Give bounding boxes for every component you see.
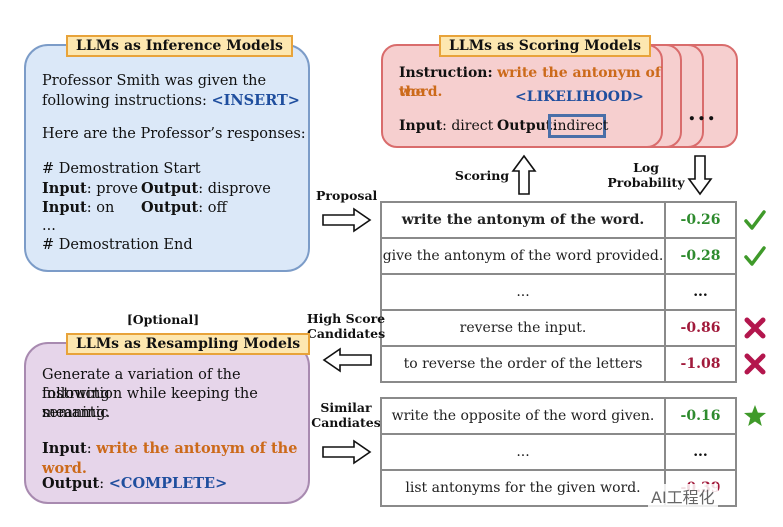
high-score-label-2: Candidates [306, 326, 386, 341]
cross-icon [744, 317, 766, 339]
log-probability-label-1: Log [633, 160, 659, 175]
resampling-line-1: Generate a variation of the following [42, 367, 241, 402]
optional-label: [Optional] [126, 312, 200, 327]
similar-label-2: Candiates [311, 415, 381, 430]
candidate-row: write the opposite of the word given.-0.… [380, 397, 737, 435]
check-icon [744, 246, 766, 266]
output-colon: : [552, 118, 557, 134]
instruction-value: write the antonym of the [399, 65, 661, 100]
inference-line-2-text: following instructions: [42, 93, 212, 109]
demo-example-1-output: Output: disprove [141, 179, 271, 199]
candidate-score: ... [664, 273, 737, 311]
candidate-score: -0.26 [664, 201, 737, 239]
similar-label: Similar Candiates [310, 400, 382, 430]
output-colon: : [99, 476, 109, 492]
candidate-score: -0.28 [664, 237, 737, 275]
output-value: : disprove [198, 181, 271, 197]
check-icon [744, 210, 766, 230]
scoring-up-arrow-icon [511, 154, 537, 195]
scoring-example: Input: direct [399, 117, 493, 136]
input-value: : on [86, 200, 115, 216]
input-label: Input [42, 180, 87, 197]
more-models-ellipsis: ... [688, 100, 717, 126]
watermark: AI工程化 [648, 484, 718, 508]
candidate-score: -0.86 [664, 309, 737, 347]
output-highlight-box [548, 114, 606, 138]
scoring-label: Scoring [454, 168, 510, 183]
scoring-panel-title: LLMs as Scoring Models [439, 35, 652, 57]
proposal-label: Proposal [316, 188, 378, 203]
candidate-row: ...... [380, 273, 737, 311]
candidate-text: write the antonym of the word. [380, 201, 666, 239]
candidate-row: give the antonym of the word provided.-0… [380, 237, 737, 275]
demo-example-1-input: Input: prove [42, 179, 138, 199]
output-value: : off [198, 200, 227, 216]
high-score-label: High Score Candidates [306, 311, 386, 341]
inference-line-3: Here are the Professor’s responses: [42, 126, 306, 142]
input-label: Input [399, 118, 443, 134]
resampling-output: Output: <COMPLETE> [42, 474, 227, 494]
candidate-row: reverse the input.-0.86 [380, 309, 737, 347]
high-score-arrow-icon [322, 347, 372, 373]
candidate-score: -1.08 [664, 345, 737, 383]
candidate-text: to reverse the order of the letters [380, 345, 666, 383]
output-label: Output [42, 475, 100, 492]
inference-line-2: following instructions: <INSERT> [42, 91, 300, 111]
candidate-text: ... [380, 273, 666, 311]
resampling-line-3: meaning. [42, 405, 111, 421]
instruction-value-cont: word. [399, 84, 443, 100]
input-label: Input [42, 440, 87, 457]
demo-end: # Demostration End [42, 237, 193, 253]
output-value: indirect [553, 118, 609, 134]
candidate-text: reverse the input. [380, 309, 666, 347]
candidate-text: list antonyms for the given word. [380, 469, 666, 507]
output-label: Output [141, 199, 199, 216]
insert-placeholder: <INSERT> [211, 92, 300, 109]
candidate-text: ... [380, 433, 666, 471]
candidate-row: ...... [380, 433, 737, 471]
demo-example-2-input: Input: on [42, 198, 114, 218]
log-probability-down-arrow-icon [687, 155, 713, 196]
candidate-score: ... [664, 433, 737, 471]
candidate-row: to reverse the order of the letters-1.08 [380, 345, 737, 383]
log-probability-label: Log Probability [600, 160, 692, 190]
scoring-output: Output: [497, 117, 557, 136]
complete-placeholder: <COMPLETE> [108, 475, 228, 492]
high-score-label-1: High Score [306, 311, 386, 326]
candidate-text: give the antonym of the word provided. [380, 237, 666, 275]
proposal-arrow-icon [322, 207, 372, 233]
input-value: : direct [442, 118, 494, 134]
cross-icon [744, 353, 766, 375]
input-colon: : [86, 441, 97, 457]
scoring-card-main: LLMs as Scoring Models Instruction: writ… [381, 35, 663, 148]
input-label: Input [42, 199, 87, 216]
inference-line-1: Professor Smith was given the [42, 73, 267, 89]
input-value: : prove [86, 181, 138, 197]
star-icon [744, 405, 766, 426]
output-label: Output [497, 118, 553, 134]
likelihood-placeholder: <LIKELIHOOD> [515, 89, 644, 105]
demo-ellipsis: ... [42, 218, 56, 234]
similar-label-1: Similar [320, 400, 372, 415]
instruction-label: Instruction: [399, 65, 493, 81]
resampling-line-2: instruction while keeping the semantic [42, 386, 258, 421]
demo-start: # Demostration Start [42, 161, 201, 177]
input-value: write the antonym of the word. [42, 440, 298, 477]
resampling-input: Input: write the antonym of the word. [42, 439, 308, 479]
log-probability-label-2: Probability [607, 175, 685, 190]
inference-panel-title: LLMs as Inference Models [66, 35, 293, 57]
output-label: Output [141, 180, 199, 197]
similar-arrow-icon [322, 439, 372, 465]
scoring-instruction-line-2: word. [399, 83, 442, 102]
inference-models-panel: LLMs as Inference Models Professor Smith… [24, 35, 310, 272]
demo-example-2-output: Output: off [141, 198, 227, 218]
resampling-panel-title: LLMs as Resampling Models [66, 333, 311, 355]
candidate-row: write the antonym of the word.-0.26 [380, 201, 737, 239]
candidate-score: -0.16 [664, 397, 737, 435]
candidate-text: write the opposite of the word given. [380, 397, 666, 435]
scoring-instruction-line-1: Instruction: write the antonym of the [399, 64, 661, 102]
resampling-models-panel: LLMs as Resampling Models Generate a var… [24, 333, 311, 504]
